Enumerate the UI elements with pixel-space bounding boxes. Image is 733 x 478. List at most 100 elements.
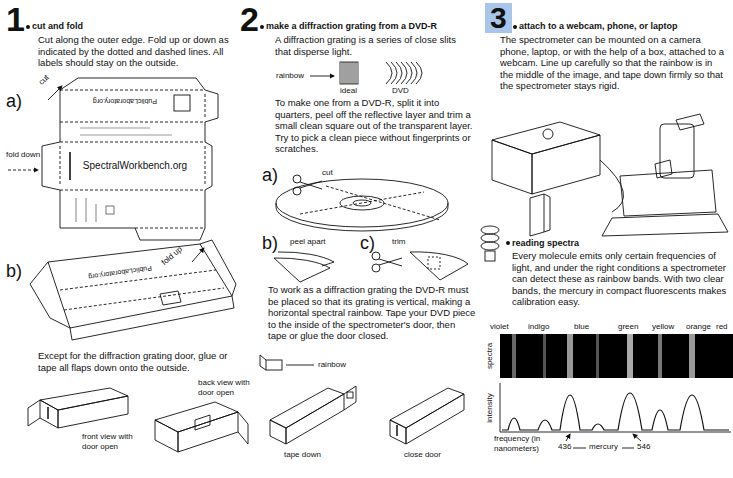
cfl-bulb	[481, 242, 499, 250]
folded-template	[48, 244, 232, 328]
body-text: Cut along the outer edge. Fold up or dow…	[38, 34, 238, 69]
cfl-bulb	[481, 234, 499, 242]
assembled-box	[28, 388, 248, 452]
cfl-bulb	[481, 226, 499, 261]
scissors	[379, 258, 402, 266]
webcam-box	[492, 122, 600, 154]
step-number: 1	[6, 2, 25, 36]
dvd-disc	[276, 179, 448, 227]
assembled-box	[286, 394, 344, 444]
dvd-grating	[386, 62, 422, 84]
sub-label: a)	[262, 166, 278, 184]
assembled-box	[390, 420, 406, 444]
assembled-box	[347, 392, 353, 398]
step-number: 3	[490, 3, 507, 33]
dvd-disc	[276, 179, 448, 231]
intensity-plot	[500, 383, 731, 432]
color-name: indigo	[528, 322, 549, 332]
sub-label: a)	[6, 92, 22, 110]
cut-arrow	[48, 86, 62, 100]
spectra-strip	[543, 334, 546, 378]
assembled-box	[155, 420, 178, 452]
spectra-strip	[596, 334, 599, 378]
assembled-box	[195, 415, 210, 430]
grating-door	[260, 355, 266, 370]
assembled-box	[396, 425, 398, 436]
ideal-grating	[340, 62, 358, 84]
rainbow-arrow	[310, 76, 334, 77]
assembled-box	[406, 394, 464, 444]
body-text: The spectrometer can be mounted on a cam…	[500, 34, 728, 92]
grating-door	[266, 360, 282, 370]
color-name: orange	[686, 322, 711, 332]
assembled-box	[390, 388, 464, 428]
webcam-box	[530, 194, 550, 236]
annotation: cut	[37, 73, 51, 87]
ideal-grating	[342, 62, 356, 84]
intensity-plot	[500, 383, 731, 432]
webcam-box	[492, 122, 624, 236]
url-text: PublicLaboratory.org	[88, 263, 153, 280]
folded-template	[30, 262, 70, 328]
disc-quarter	[278, 252, 334, 266]
body-text: To work as a diffraction grating the DVD…	[268, 284, 476, 342]
webcam-box	[543, 129, 553, 139]
spectra-strip	[689, 334, 695, 378]
cut-arrow	[48, 86, 62, 100]
laptop	[655, 160, 672, 178]
annotation: tape down	[284, 450, 321, 460]
webcam-box	[532, 135, 600, 194]
phone	[660, 114, 704, 178]
fold-arrow	[192, 248, 204, 262]
sub-label: c)	[360, 234, 375, 252]
grating-door	[260, 355, 314, 370]
assembled-box	[344, 386, 356, 410]
step-heading: cut and fold	[32, 21, 83, 32]
assembled-box	[238, 412, 248, 444]
intensity-plot	[502, 393, 729, 430]
url-text: SpectralWorkbench.org	[83, 160, 187, 172]
heading-bullet	[26, 25, 517, 245]
dvd-disc	[326, 186, 440, 220]
annotation: trim	[392, 237, 405, 247]
spectra-strip	[500, 334, 733, 378]
heading-bullet	[260, 25, 264, 29]
cfl-bulb	[481, 226, 499, 234]
callout-number: 546	[637, 442, 650, 452]
disc-quarter	[274, 258, 330, 282]
color-name: red	[716, 322, 728, 332]
peak-pointer	[566, 434, 570, 441]
template-net	[106, 206, 114, 214]
grating-door	[286, 365, 314, 366]
assembled-box	[47, 407, 49, 419]
annotation: rainbow	[276, 71, 304, 81]
url-text: PublicLaboratory.org	[93, 97, 157, 106]
disc-piece	[410, 252, 468, 280]
annotation: mercury	[589, 442, 618, 452]
fold-arrow	[8, 170, 38, 171]
annotation: back view with door open	[198, 378, 254, 397]
assembled-box	[270, 420, 286, 444]
spectra-strip	[500, 334, 733, 378]
assembled-box	[58, 396, 128, 428]
laptop	[620, 170, 716, 216]
rainbow-arrow	[310, 76, 334, 77]
axis-label: frequency (in nanometers)	[494, 434, 554, 453]
heading-bullet	[513, 25, 517, 29]
axis-label: intensity	[485, 393, 495, 422]
step-heading: make a diffraction grating from a DVD-R	[266, 21, 437, 32]
folded-template	[160, 291, 181, 305]
assembled-box	[178, 412, 238, 452]
color-name: blue	[574, 322, 589, 332]
assembled-box	[40, 400, 58, 428]
laptop	[602, 160, 728, 236]
cfl-bulb	[485, 251, 495, 261]
sub-label: b)	[262, 234, 278, 252]
step-number: 2	[240, 2, 259, 36]
phone	[660, 124, 694, 178]
body-text: Every molecule emits only certain freque…	[512, 250, 727, 308]
step-number-box: 3	[485, 3, 512, 33]
disc-piece	[428, 257, 440, 269]
spectra-strip	[658, 334, 662, 378]
